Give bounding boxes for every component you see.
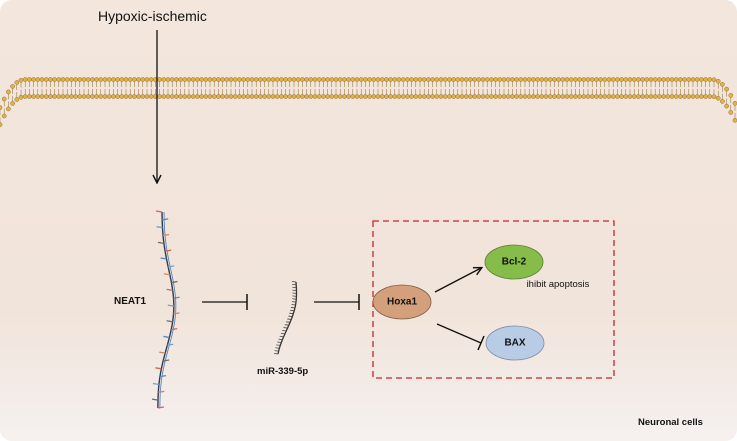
bcl2-node <box>484 244 544 280</box>
hoxa1-activates-bcl2-arrow <box>434 268 481 293</box>
hoxa1-node <box>372 284 432 320</box>
bax-node <box>485 325 545 361</box>
hoxa1-label: Hoxa1 <box>386 296 418 308</box>
bax-label: BAX <box>504 337 526 349</box>
mirna-strand <box>273 281 298 355</box>
hoxa1-pathway-box <box>372 220 615 379</box>
mirna-label: miR-339-5p <box>257 366 309 377</box>
neat1-inhibits-mir-arrow <box>202 294 248 310</box>
mir-inhibits-hoxa1-arrow <box>314 294 360 310</box>
neat1-rna-strand <box>151 210 180 409</box>
stimulus-label: Hypoxic-ischemic <box>98 8 207 24</box>
bcl2-label: Bcl-2 <box>501 256 527 268</box>
cell-type-label: Neuronal cells <box>638 417 703 428</box>
neat1-label: NEAT1 <box>114 296 147 307</box>
hoxa1-inhibits-bax-arrow <box>436 323 485 351</box>
effect-label: ihibit apoptosis <box>526 279 590 290</box>
cell-membrane <box>0 77 737 127</box>
